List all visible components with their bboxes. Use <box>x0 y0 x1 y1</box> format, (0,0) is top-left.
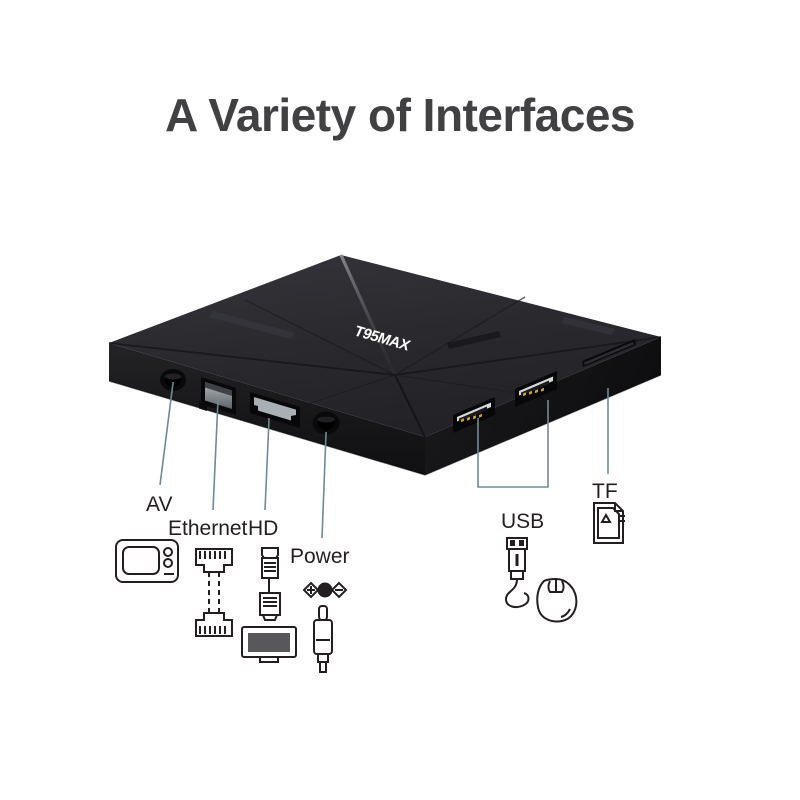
port-usb-2 <box>515 371 557 407</box>
label-av: AV <box>146 493 173 516</box>
memory-card-icon <box>589 500 629 546</box>
label-hd: HD <box>248 517 279 540</box>
hdmi-cable-monitor-icon <box>240 545 298 665</box>
port-power <box>312 411 340 435</box>
port-av <box>160 369 186 391</box>
label-ethernet: Ethernet <box>168 517 248 540</box>
label-tf: TF <box>592 480 618 503</box>
usb-plug-mouse-icon <box>492 535 586 625</box>
page-title: A Variety of Interfaces <box>165 89 636 141</box>
dc-barrel-plug-icon <box>294 578 354 674</box>
label-power: Power <box>290 545 350 568</box>
crt-tv-icon <box>114 538 186 590</box>
rj45-cable-icon <box>186 545 242 640</box>
tv-box-illustration: T95MAX <box>95 225 675 495</box>
port-tf-slot <box>582 339 636 367</box>
port-ethernet <box>199 377 236 415</box>
port-hdmi <box>250 392 300 428</box>
label-usb: USB <box>501 510 545 533</box>
